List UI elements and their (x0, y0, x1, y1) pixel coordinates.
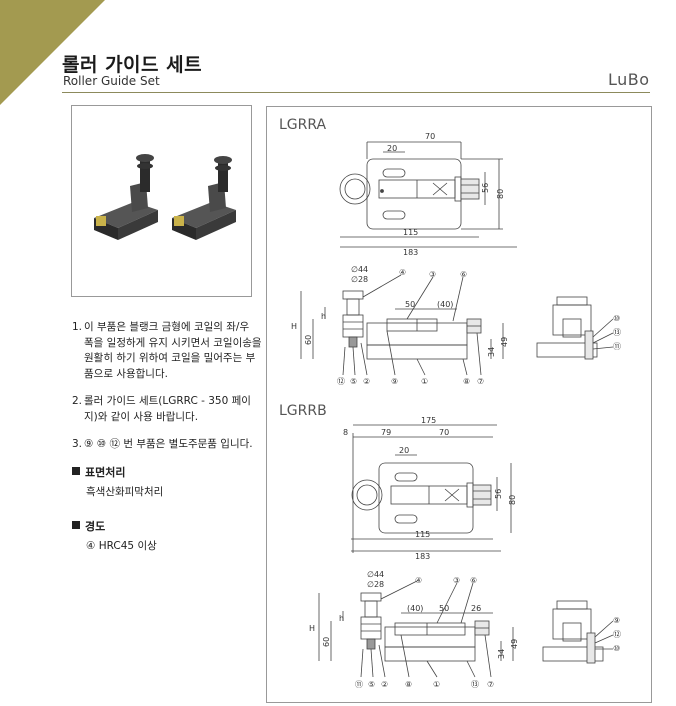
product-photo (71, 105, 252, 297)
drawing-a-side-view (536, 296, 614, 360)
note-1: 1. 이 부품은 블랭크 금형에 코일의 좌/우 폭을 일정하게 유지 시키면서… (72, 320, 262, 382)
callout-b-bottom-3: ② (381, 680, 388, 689)
dim-50: 50 (405, 300, 415, 309)
note-2: 2. 롤러 가이드 세트(LGRRC - 350 페이지)와 같이 사용 바랍니… (72, 394, 262, 425)
square-bullet-icon (72, 520, 80, 529)
section-title: 표면처리 (85, 465, 126, 479)
callout-a-bottom-3: ② (363, 377, 370, 386)
section-body: ④ HRC45 이상 (86, 540, 157, 552)
page-subtitle: Roller Guide Set (63, 74, 160, 88)
dim-34-b: 34 (497, 649, 506, 659)
callout-b-bottom-1: ⑪ (355, 680, 363, 689)
dim-80: 80 (496, 189, 505, 199)
callout-a-top-2: ③ (429, 270, 436, 279)
section-surface: 표면처리 흑색산화피막처리 (72, 465, 262, 501)
section-title: 경도 (85, 519, 106, 533)
callout-a-bottom-4: ⑨ (391, 377, 398, 386)
dim-h-lower: h (321, 312, 326, 321)
dim-49: 49 (500, 337, 509, 347)
dim-183: 183 (403, 248, 418, 257)
callout-b-bottom-5: ① (433, 680, 440, 689)
header-rule (62, 92, 650, 93)
note-text: ⑨ ⑩ ⑫ 번 부품은 별도주문품 입니다. (84, 438, 253, 450)
dim-60: 60 (304, 335, 313, 345)
drawing-b-side-view (542, 600, 614, 664)
page-title: 롤러 가이드 세트 (62, 54, 203, 76)
dim-20: 20 (387, 144, 397, 153)
drawing-a-label: LGRRA (279, 117, 327, 133)
dim-56-b: 56 (494, 489, 503, 499)
drawing-b-front-view (318, 580, 514, 678)
callout-b-side-3: ⑩ (613, 644, 620, 653)
notes-list: 1. 이 부품은 블랭크 금형에 코일의 좌/우 폭을 일정하게 유지 시키면서… (72, 320, 262, 573)
dim-50-b: 50 (439, 604, 449, 613)
dim-60-b: 60 (322, 637, 331, 647)
dim-dia-44-b: ∅44 (367, 570, 384, 579)
dim-8: 8 (343, 428, 348, 437)
callout-b-bottom-7: ⑦ (487, 680, 494, 689)
dim-49-b: 49 (510, 639, 519, 649)
square-bullet-icon (72, 466, 80, 475)
note-text: 이 부품은 블랭크 금형에 코일의 좌/우 폭을 일정하게 유지 시키면서 코일… (84, 321, 262, 380)
dim-h-upper: H (291, 322, 297, 331)
note-number: 1. (72, 321, 83, 333)
callout-a-side-2: ⑬ (613, 328, 621, 337)
drawing-a-top-view (339, 141, 517, 248)
callout-a-bottom-6: ⑧ (463, 377, 470, 386)
dim-34: 34 (487, 347, 496, 357)
dim-175: 175 (421, 416, 436, 425)
callout-b-side-2: ⑫ (613, 630, 621, 639)
dim-20-b: 20 (399, 446, 409, 455)
dim-dia-28: ∅28 (351, 275, 368, 284)
dim-40-b: (40) (407, 604, 423, 613)
dim-183-b: 183 (415, 552, 430, 561)
callout-b-bottom-4: ⑧ (405, 680, 412, 689)
dim-h-upper-b: H (309, 624, 315, 633)
callout-b-bottom-2: ⑤ (368, 680, 375, 689)
drawing-b-top-view (351, 424, 512, 553)
dim-80-b: 80 (508, 495, 517, 505)
dim-70-b: 70 (439, 428, 449, 437)
callout-b-side-1: ⑨ (613, 616, 620, 625)
callout-a-bottom-7: ⑦ (477, 377, 484, 386)
dim-115: 115 (403, 228, 418, 237)
drawing-panel: LGRRA (266, 106, 652, 703)
callout-a-bottom-1: ⑫ (337, 377, 345, 386)
callout-a-top-1: ④ (399, 268, 406, 277)
drawing-a-front-view (300, 274, 504, 376)
section-hardness: 경도 ④ HRC45 이상 (72, 519, 262, 555)
section-body: 흑색산화피막처리 (86, 486, 164, 498)
callout-a-side-3: ⑪ (613, 342, 621, 351)
dim-56: 56 (481, 183, 490, 193)
dim-26: 26 (471, 604, 481, 613)
callout-b-top-2: ③ (453, 576, 460, 585)
dim-79: 79 (381, 428, 391, 437)
dim-40: (40) (437, 300, 453, 309)
callout-a-bottom-2: ⑤ (350, 377, 357, 386)
product-illustration (94, 154, 236, 240)
dim-dia-44: ∅44 (351, 265, 368, 274)
technical-drawings: LGRRA (279, 117, 621, 689)
callout-b-top-1: ④ (415, 576, 422, 585)
brand-logo: LuBo (608, 70, 650, 89)
callout-a-top-3: ⑥ (460, 270, 467, 279)
callout-b-bottom-6: ⑬ (471, 680, 479, 689)
note-number: 2. (72, 395, 83, 407)
note-text: 롤러 가이드 세트(LGRRC - 350 페이지)와 같이 사용 바랍니다. (84, 395, 251, 423)
dim-dia-28-b: ∅28 (367, 580, 384, 589)
drawing-b-label: LGRRB (279, 403, 327, 419)
dim-115-b: 115 (415, 530, 430, 539)
dim-h-lower-b: h (339, 614, 344, 623)
callout-b-top-3: ⑥ (470, 576, 477, 585)
note-number: 3. (72, 438, 83, 450)
dim-70: 70 (425, 132, 435, 141)
callout-a-side-1: ⑩ (613, 314, 620, 323)
callout-a-bottom-5: ① (421, 377, 428, 386)
corner-accent (0, 0, 105, 105)
note-3: 3. ⑨ ⑩ ⑫ 번 부품은 별도주문품 입니다. (72, 437, 262, 453)
